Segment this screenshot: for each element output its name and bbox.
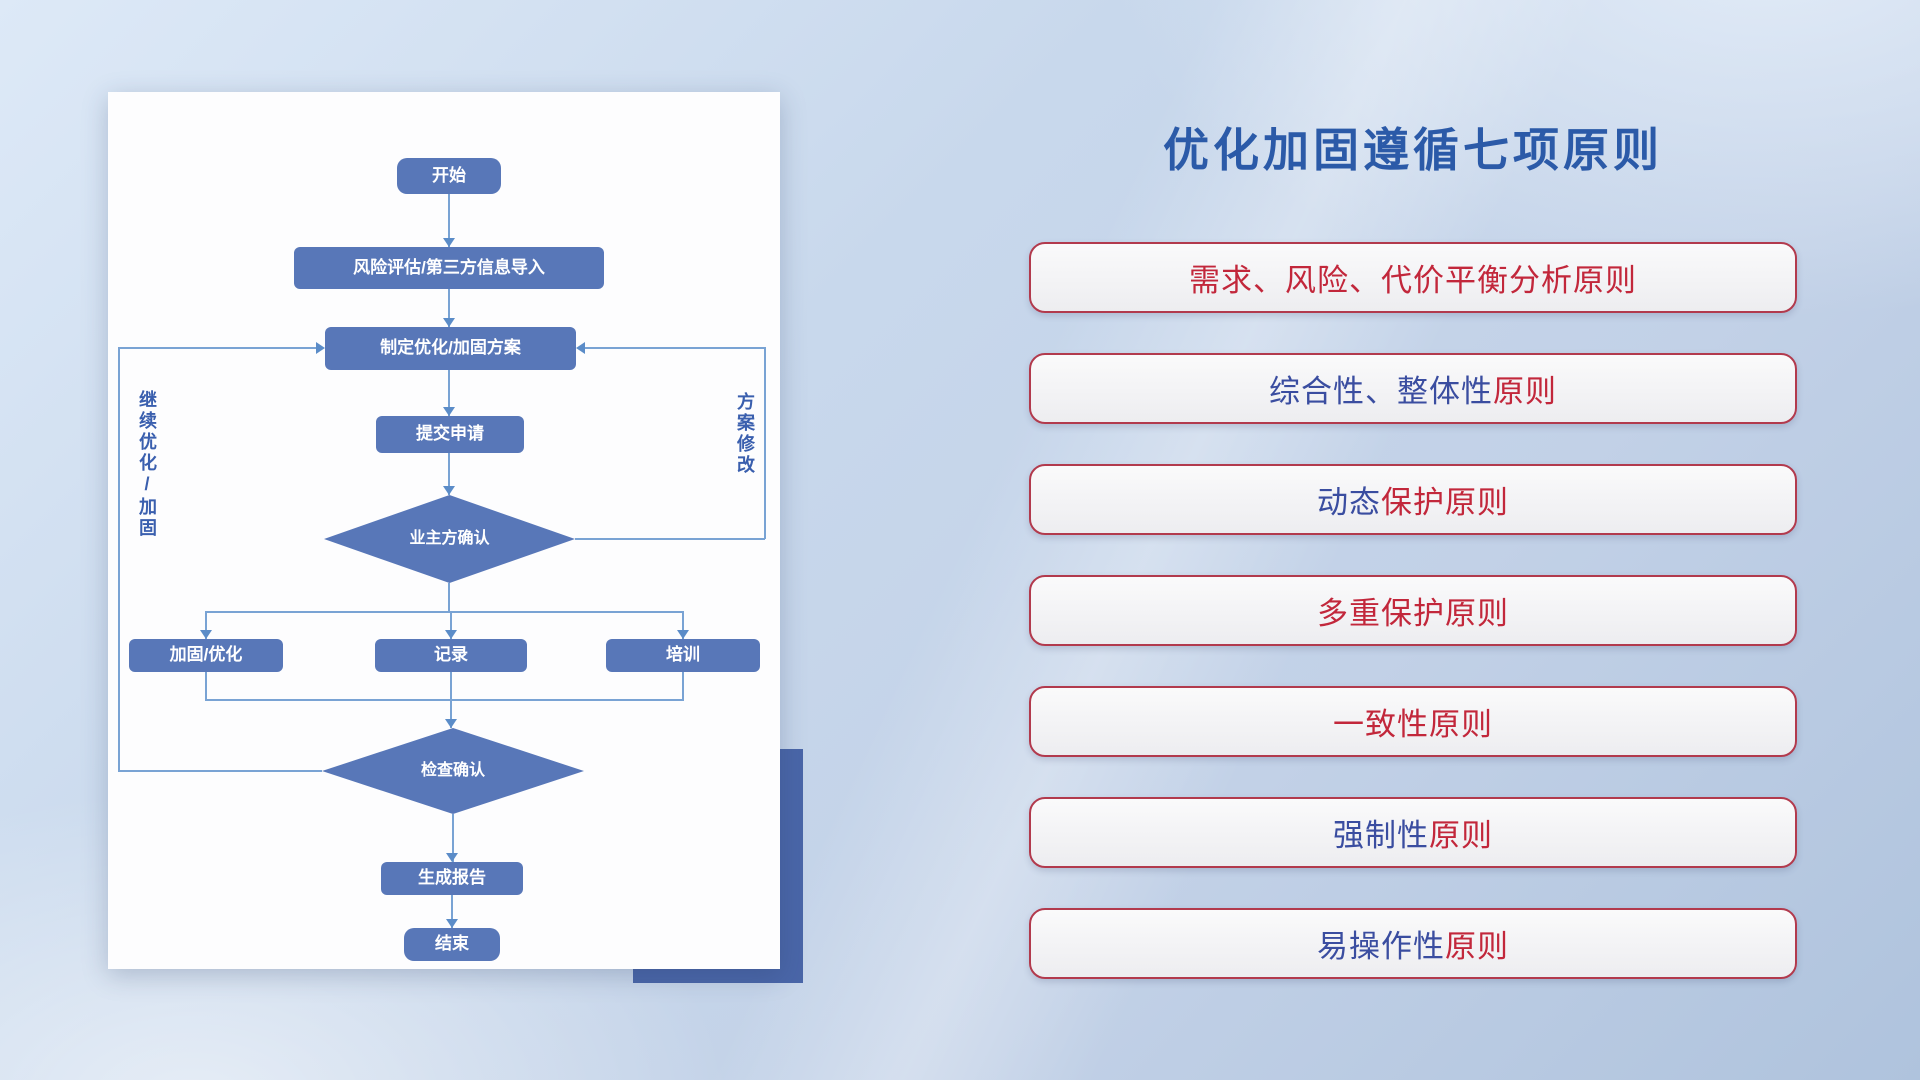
connector-line [448, 194, 450, 247]
principle-pill-7: 易操作性原则 [1029, 908, 1797, 979]
arrowhead-down-icon [677, 630, 689, 639]
arrowhead-down-icon [445, 630, 457, 639]
principle-red-segment: 多重保护原则 [1317, 596, 1509, 631]
principle-red-segment: 原则 [1493, 374, 1557, 409]
arrowhead-down-icon [446, 853, 458, 862]
flowchart-card: 开始 风险评估/第三方信息导入 制定优化/加固方案 提交申请 业主方确认 加固/… [108, 92, 780, 969]
principle-blue-segment: 综合性、整体性 [1269, 374, 1493, 409]
flow-node-end: 结束 [404, 928, 500, 961]
principle-pill-4: 多重保护原则 [1029, 575, 1797, 646]
arrowhead-down-icon [443, 407, 455, 416]
connector-line [452, 814, 454, 862]
flow-node-risk-import: 风险评估/第三方信息导入 [294, 247, 604, 289]
principle-red-segment: 原则 [1445, 929, 1509, 964]
arrowhead-down-icon [445, 719, 457, 728]
right-loop-label: 方案修改 [735, 392, 755, 476]
principle-pill-1: 需求、风险、代价平衡分析原则 [1029, 242, 1797, 313]
principle-blue-segment: 易操作性 [1317, 929, 1445, 964]
connector-line [205, 699, 684, 701]
flow-node-check-confirm: 检查确认 [322, 728, 584, 814]
principle-red-segment: 保护原则 [1381, 485, 1509, 520]
left-loop-label: 继续优化/加固 [137, 390, 157, 539]
connector-line [451, 895, 453, 928]
principle-pill-6: 强制性原则 [1029, 797, 1797, 868]
principle-red-segment: 原则 [1429, 818, 1493, 853]
principle-pill-5: 一致性原则 [1029, 686, 1797, 757]
connector-line [448, 370, 450, 416]
connector-line [682, 672, 684, 700]
arrowhead-down-icon [443, 238, 455, 247]
principle-red-segment: 需求、风险、代价平衡分析原则 [1189, 263, 1637, 298]
arrowhead-right-icon [316, 342, 325, 354]
page-title: 优化加固遵循七项原则 [1163, 124, 1663, 176]
connector-line [118, 770, 322, 772]
principle-blue-segment: 动态 [1317, 485, 1381, 520]
principle-red-segment: 一致性原则 [1333, 707, 1493, 742]
flow-node-make-plan: 制定优化/加固方案 [325, 327, 576, 370]
connector-line [450, 611, 452, 639]
flow-node-record: 记录 [375, 639, 527, 672]
flowchart: 开始 风险评估/第三方信息导入 制定优化/加固方案 提交申请 业主方确认 加固/… [108, 92, 780, 969]
connector-line [682, 611, 684, 639]
connector-line [118, 347, 316, 349]
principle-pill-3: 动态保护原则 [1029, 464, 1797, 535]
flow-node-owner-confirm: 业主方确认 [324, 495, 575, 583]
connector-line [450, 672, 452, 728]
connector-line [118, 347, 120, 771]
arrowhead-down-icon [200, 630, 212, 639]
flow-node-submit: 提交申请 [376, 416, 524, 453]
connector-line [575, 538, 765, 540]
connector-line [448, 289, 450, 327]
connector-line [448, 453, 450, 495]
connector-line [764, 347, 766, 539]
connector-line [205, 672, 207, 700]
principles-list: 需求、风险、代价平衡分析原则 综合性、整体性原则 动态保护原则 多重保护原则 一… [1029, 242, 1797, 979]
connector-line [585, 347, 765, 349]
connector-line [448, 583, 450, 612]
flow-node-report: 生成报告 [381, 862, 523, 895]
arrowhead-down-icon [443, 318, 455, 327]
connector-line [205, 611, 684, 613]
flow-node-training: 培训 [606, 639, 760, 672]
connector-line [205, 611, 207, 639]
arrowhead-down-icon [443, 486, 455, 495]
flow-node-start: 开始 [397, 158, 501, 194]
flow-node-harden: 加固/优化 [129, 639, 283, 672]
arrowhead-left-icon [576, 342, 585, 354]
arrowhead-down-icon [446, 919, 458, 928]
principle-blue-segment: 强制性 [1333, 818, 1429, 853]
principle-pill-2: 综合性、整体性原则 [1029, 353, 1797, 424]
